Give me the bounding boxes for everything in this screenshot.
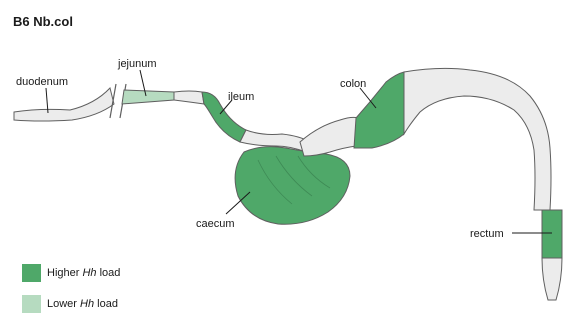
legend-item-higher: Higher Hh load: [22, 264, 120, 282]
label-caecum: caecum: [196, 218, 235, 230]
distal-colon-segment: [404, 68, 551, 210]
label-rectum: rectum: [470, 228, 504, 240]
small-intestine-segment: [174, 91, 204, 104]
legend-swatch-higher: [22, 264, 41, 282]
label-colon: colon: [340, 78, 366, 90]
label-jejunum: jejunum: [117, 58, 157, 70]
jejunum-segment: [122, 90, 174, 104]
legend-label-higher: Higher Hh load: [47, 267, 120, 279]
caecum-segment: [235, 147, 350, 225]
label-duodenum: duodenum: [16, 76, 68, 88]
legend-swatch-lower: [22, 295, 41, 313]
proximal-colon-segment: [300, 117, 358, 156]
duodenum-segment: [14, 88, 114, 121]
legend-item-lower: Lower Hh load: [22, 295, 118, 313]
anal-segment: [542, 258, 562, 300]
label-ileum: ileum: [228, 91, 254, 103]
rectum-segment: [542, 210, 562, 258]
legend-label-lower: Lower Hh load: [47, 298, 118, 310]
